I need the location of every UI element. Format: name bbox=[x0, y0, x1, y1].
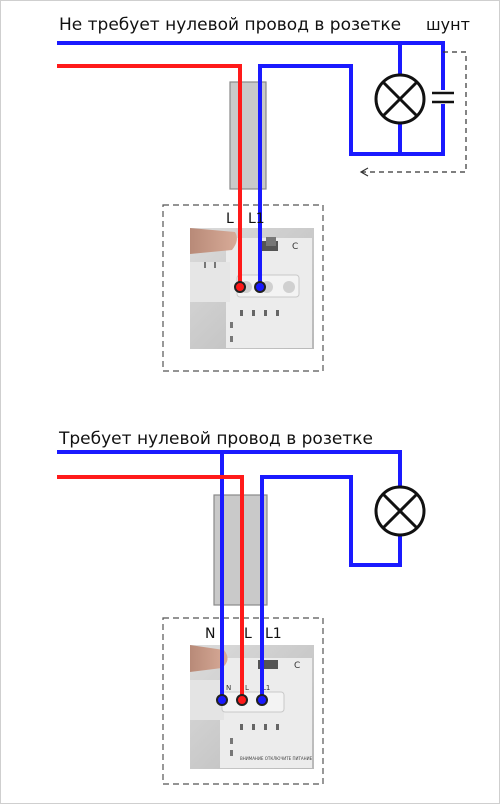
top-phase-wire bbox=[57, 64, 242, 287]
bottom-label-L: L bbox=[244, 626, 252, 642]
bottom-phase-wire bbox=[57, 475, 244, 700]
top-label-L1: L1 bbox=[248, 211, 265, 227]
shunt-label: шунт bbox=[426, 15, 470, 34]
lamp-cross-circle-icon bbox=[374, 485, 426, 537]
lamp-cross-circle-icon bbox=[374, 73, 426, 125]
bottom-terminal-N bbox=[216, 694, 228, 706]
bottom-terminal-L1 bbox=[256, 694, 268, 706]
top-terminal-L bbox=[234, 281, 246, 293]
shunt-dashed-path bbox=[362, 51, 467, 173]
arrow-left-icon bbox=[359, 167, 369, 177]
svg-text:L: L bbox=[245, 684, 249, 692]
svg-text:L1: L1 bbox=[262, 684, 270, 692]
bottom-terminal-L bbox=[236, 694, 248, 706]
bottom-diagram: Требует нулевой провод в розетке C N L L… bbox=[57, 429, 426, 785]
bottom-label-N: N bbox=[205, 626, 215, 642]
top-title: Не требует нулевой провод в розетке bbox=[59, 15, 401, 35]
bottom-title: Требует нулевой провод в розетке bbox=[58, 429, 373, 449]
svg-text:C: C bbox=[292, 242, 298, 252]
top-terminal-L1 bbox=[254, 281, 266, 293]
svg-text:N: N bbox=[226, 684, 231, 692]
top-module-photo: C bbox=[190, 228, 314, 349]
capacitor-icon bbox=[432, 90, 454, 104]
bottom-l1-wire bbox=[260, 475, 402, 700]
top-module-outline bbox=[162, 204, 324, 372]
top-label-L: L bbox=[226, 211, 234, 227]
bottom-module-photo: C N L L1 ВНИМАНИЕ ОТКЛЮЧИТЕ ПИТАНИЕ bbox=[190, 645, 314, 769]
module-small-text: ВНИМАНИЕ ОТКЛЮЧИТЕ ПИТАНИЕ bbox=[240, 756, 313, 761]
bottom-label-L1: L1 bbox=[265, 626, 282, 642]
svg-text:C: C bbox=[294, 661, 300, 671]
top-diagram: Не требует нулевой провод в розетке шунт… bbox=[57, 15, 470, 372]
bottom-neutral-wire bbox=[57, 450, 402, 487]
